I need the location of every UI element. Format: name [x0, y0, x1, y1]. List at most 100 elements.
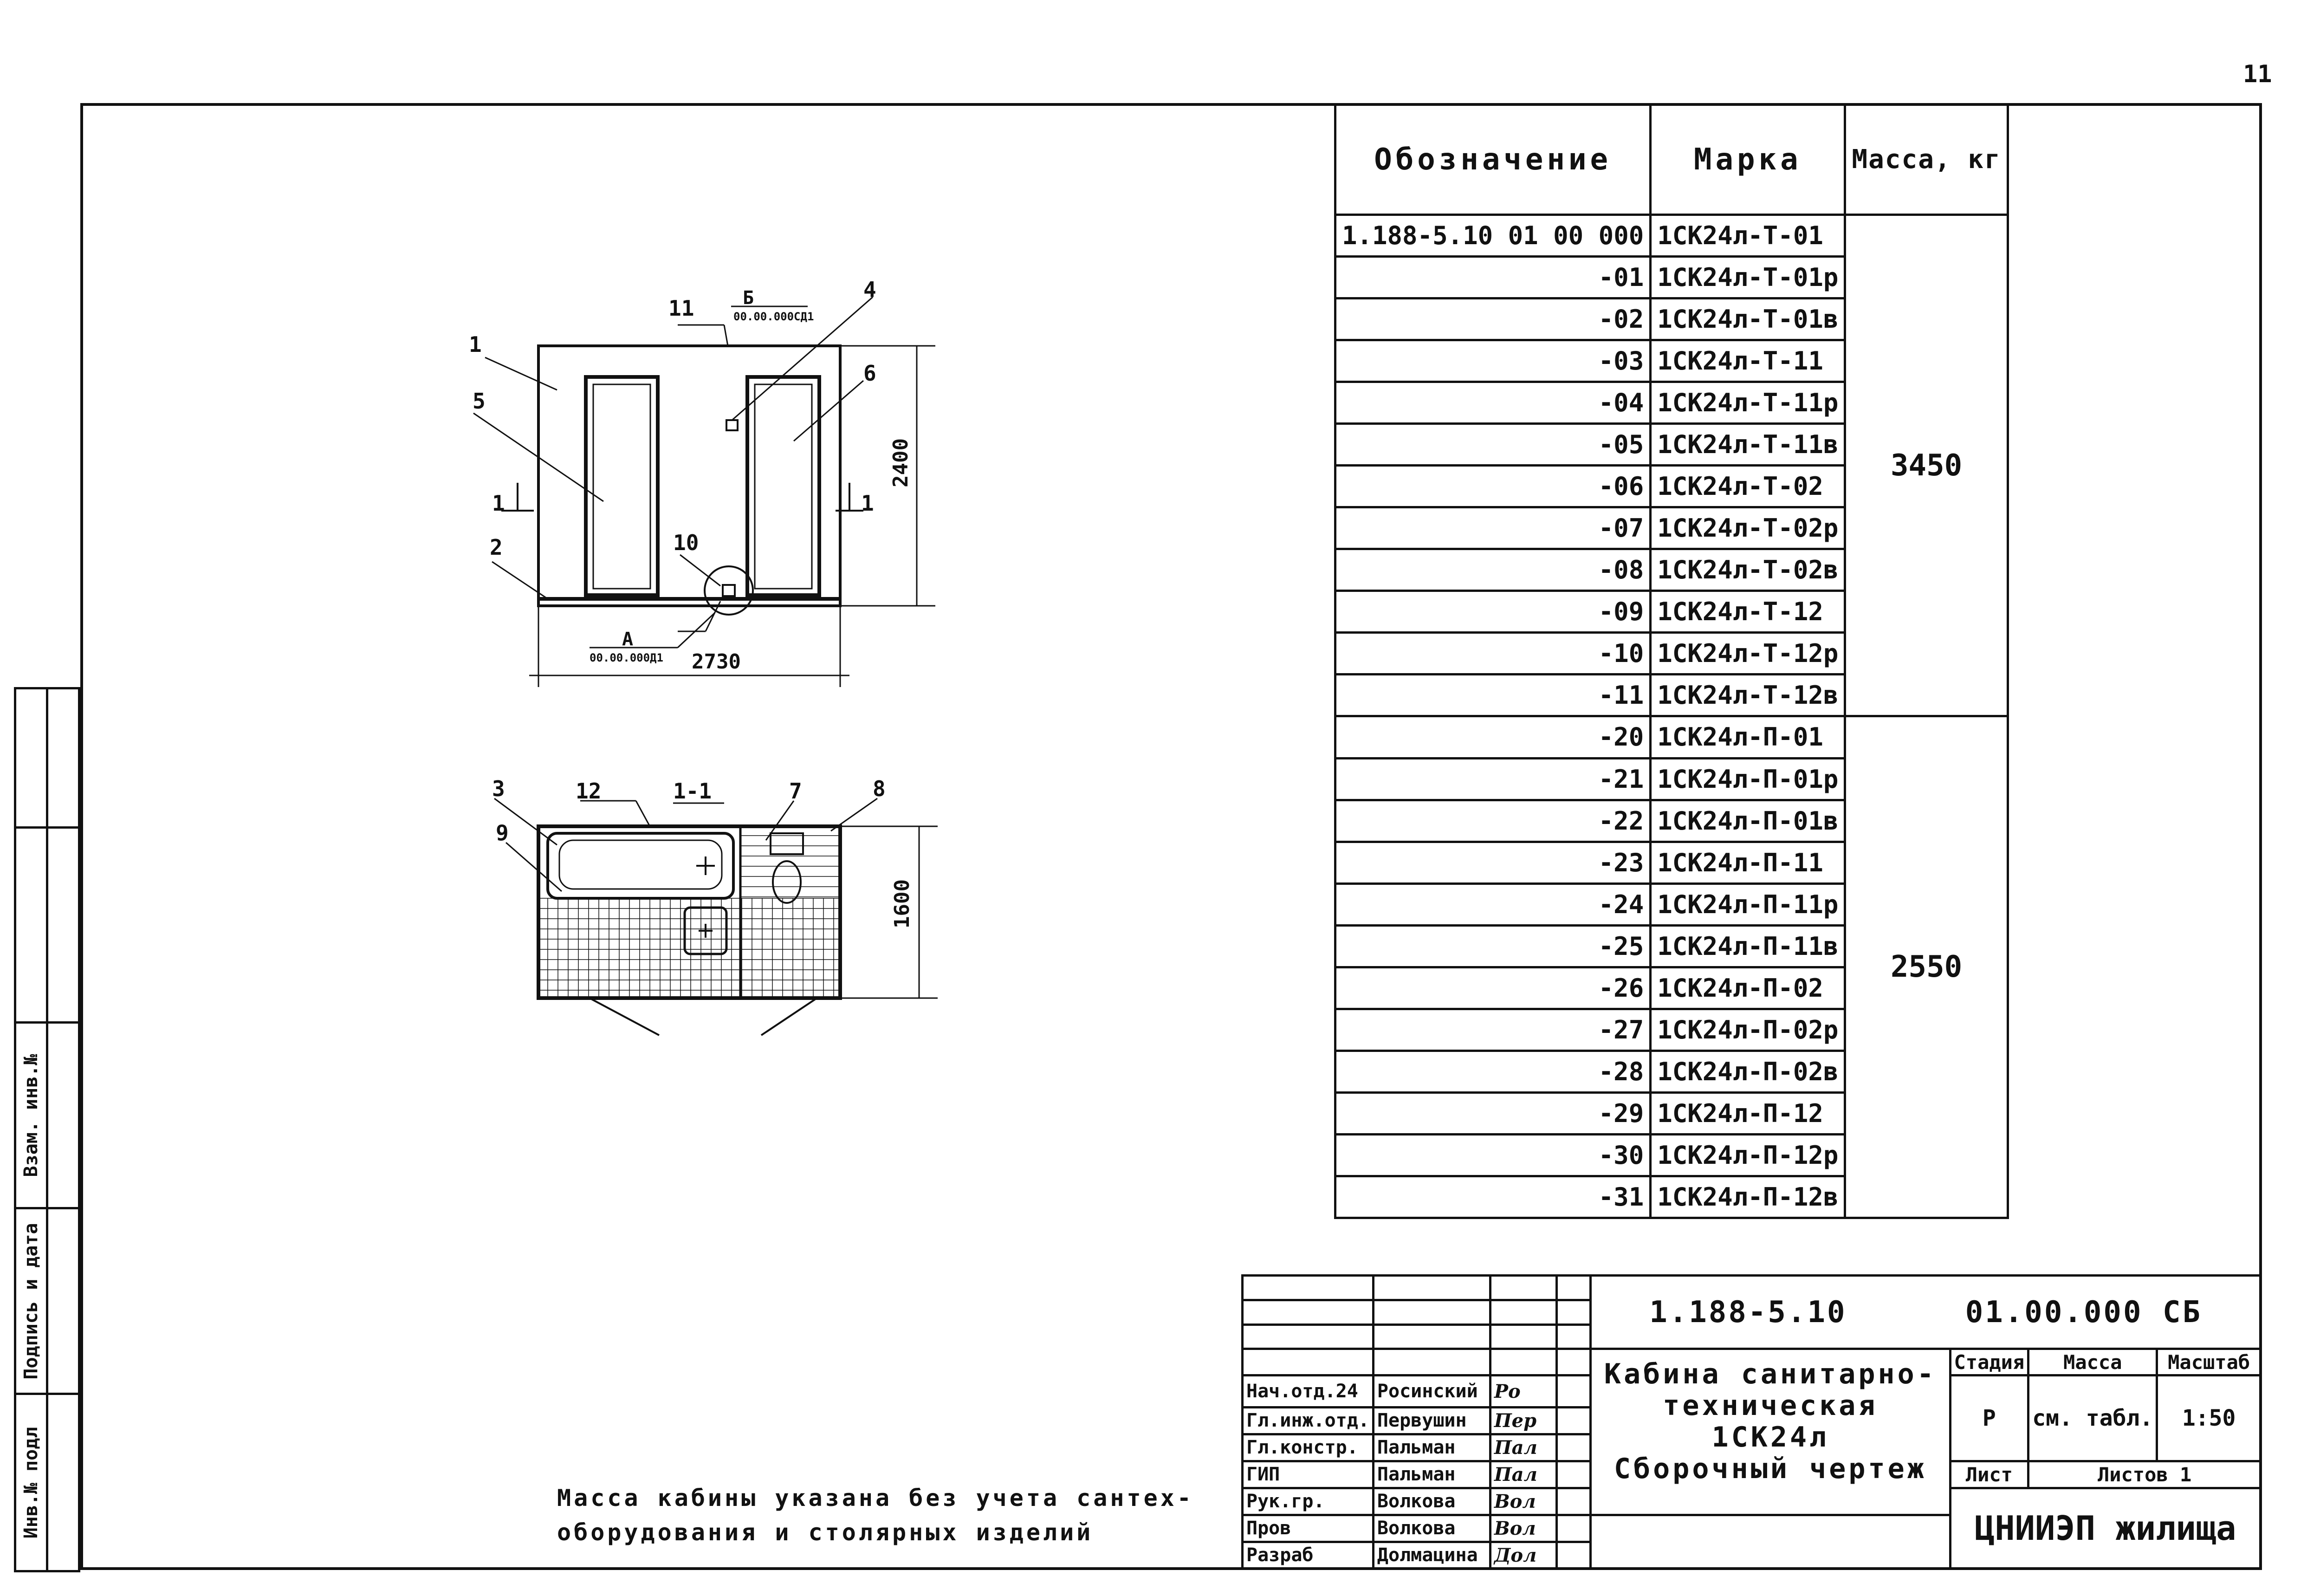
row-mark: 1СК24л-П-02в — [1649, 1049, 1847, 1094]
row-mark: 1СК24л-П-01р — [1649, 757, 1847, 801]
doc-number: 01.00.000 СБ — [1965, 1295, 2203, 1330]
page-number: 11 — [2243, 60, 2272, 88]
callout-6: 6 — [863, 361, 876, 386]
row-mark: 1СК24л-П-11р — [1649, 882, 1847, 927]
callout-8: 8 — [873, 776, 886, 801]
ref-b-code: 00.00.000СД1 — [733, 310, 814, 323]
note-line-2: оборудования и столярных изделий — [557, 1519, 1094, 1546]
callout-2: 2 — [490, 535, 503, 560]
row-designation: -31 — [1334, 1174, 1652, 1220]
sheets-label: Листов 1 — [2027, 1460, 2262, 1489]
ref-a-label: А — [622, 629, 633, 650]
row-designation: -02 — [1334, 297, 1652, 342]
drawing-title: Кабина санитарно- техническая 1СК24л Сбо… — [1589, 1348, 1951, 1516]
plan-title: 1-1 — [673, 779, 712, 804]
callout-1: 1 — [469, 332, 482, 357]
mass-note: Масса кабины указана без учета сантех- о… — [557, 1481, 1194, 1550]
row-designation: -10 — [1334, 631, 1652, 676]
row-designation: -07 — [1334, 506, 1652, 551]
row-mark: 1СК24л-П-12р — [1649, 1133, 1847, 1177]
callout-5: 5 — [473, 389, 486, 414]
tile-grid — [538, 835, 840, 998]
drawing-frame — [80, 103, 2262, 1570]
mass-value: 3450 — [1844, 214, 2009, 718]
callout-12: 12 — [576, 779, 601, 804]
row-mark: 1СК24л-П-01в — [1649, 798, 1847, 843]
row-mark: 1СК24л-Т-01в — [1649, 297, 1847, 342]
note-line-1: Масса кабины указана без учета сантех- — [557, 1485, 1194, 1512]
row-designation: -29 — [1334, 1091, 1652, 1135]
stage-label: Стадия — [1949, 1348, 2030, 1377]
row-designation: -04 — [1334, 381, 1652, 425]
row-designation: -03 — [1334, 339, 1652, 383]
row-mark: 1СК24л-Т-12в — [1649, 673, 1847, 718]
row-mark: 1СК24л-Т-11р — [1649, 381, 1847, 425]
width-dimension: 2730 — [692, 650, 741, 674]
header-mark: Марка — [1649, 103, 1847, 216]
mass-label: Масса — [2027, 1348, 2158, 1377]
callout-11: 11 — [668, 296, 694, 321]
scale-value: 1:50 — [2156, 1374, 2262, 1462]
doc-code: 1.188-5.10 — [1649, 1295, 1847, 1330]
row-mark: 1СК24л-Т-02 — [1649, 464, 1847, 509]
row-mark: 1СК24л-П-02 — [1649, 966, 1847, 1010]
row-mark: 1СК24л-П-01 — [1649, 715, 1847, 759]
row-designation: -22 — [1334, 798, 1652, 843]
row-designation: -08 — [1334, 548, 1652, 592]
row-mark: 1СК24л-П-02р — [1649, 1007, 1847, 1052]
row-mark: 1СК24л-П-12в — [1649, 1174, 1847, 1220]
row-designation: -28 — [1334, 1049, 1652, 1094]
row-designation: 1.188-5.10 01 00 000 — [1334, 214, 1652, 258]
row-designation: -30 — [1334, 1133, 1652, 1177]
row-designation: -11 — [1334, 673, 1652, 718]
callout-10: 10 — [673, 530, 699, 555]
row-designation: -26 — [1334, 966, 1652, 1010]
specification-table: Обозначение Марка Масса, кг 1.188-5.10 0… — [1334, 103, 2262, 1220]
mass-value: 2550 — [1844, 715, 2009, 1219]
row-mark: 1СК24л-Т-01 — [1649, 214, 1847, 258]
ref-b-label: Б — [743, 287, 754, 309]
sheet-label: Лист — [1949, 1460, 2030, 1489]
row-mark: 1СК24л-Т-12 — [1649, 590, 1847, 634]
callout-9: 9 — [496, 820, 509, 845]
assembly-drawing: 1 2 4 5 6 10 11 Б 00.00.000СД1 А 00.00.0… — [469, 277, 938, 1036]
header-mass: Масса, кг — [1844, 103, 2009, 216]
stage-value: Р — [1949, 1374, 2030, 1462]
row-designation: -09 — [1334, 590, 1652, 634]
scale-label: Масштаб — [2156, 1348, 2262, 1377]
title-block: 1.188-5.10 01.00.000 СБ Кабина санитарно… — [1241, 1274, 2262, 1570]
row-mark: 1СК24л-Т-11в — [1649, 422, 1847, 467]
callout-7: 7 — [789, 779, 802, 804]
header-designation: Обозначение — [1334, 103, 1652, 216]
row-designation: -27 — [1334, 1007, 1652, 1052]
row-mark: 1СК24л-Т-11 — [1649, 339, 1847, 383]
row-designation: -23 — [1334, 840, 1652, 885]
elevation-outline — [537, 344, 842, 607]
section-mark-right: 1 — [861, 491, 874, 516]
row-designation: -05 — [1334, 422, 1652, 467]
plan-outline — [537, 824, 842, 1000]
row-designation: -25 — [1334, 924, 1652, 968]
row-mark: 1СК24л-Т-12р — [1649, 631, 1847, 676]
row-mark: 1СК24л-П-11в — [1649, 924, 1847, 968]
